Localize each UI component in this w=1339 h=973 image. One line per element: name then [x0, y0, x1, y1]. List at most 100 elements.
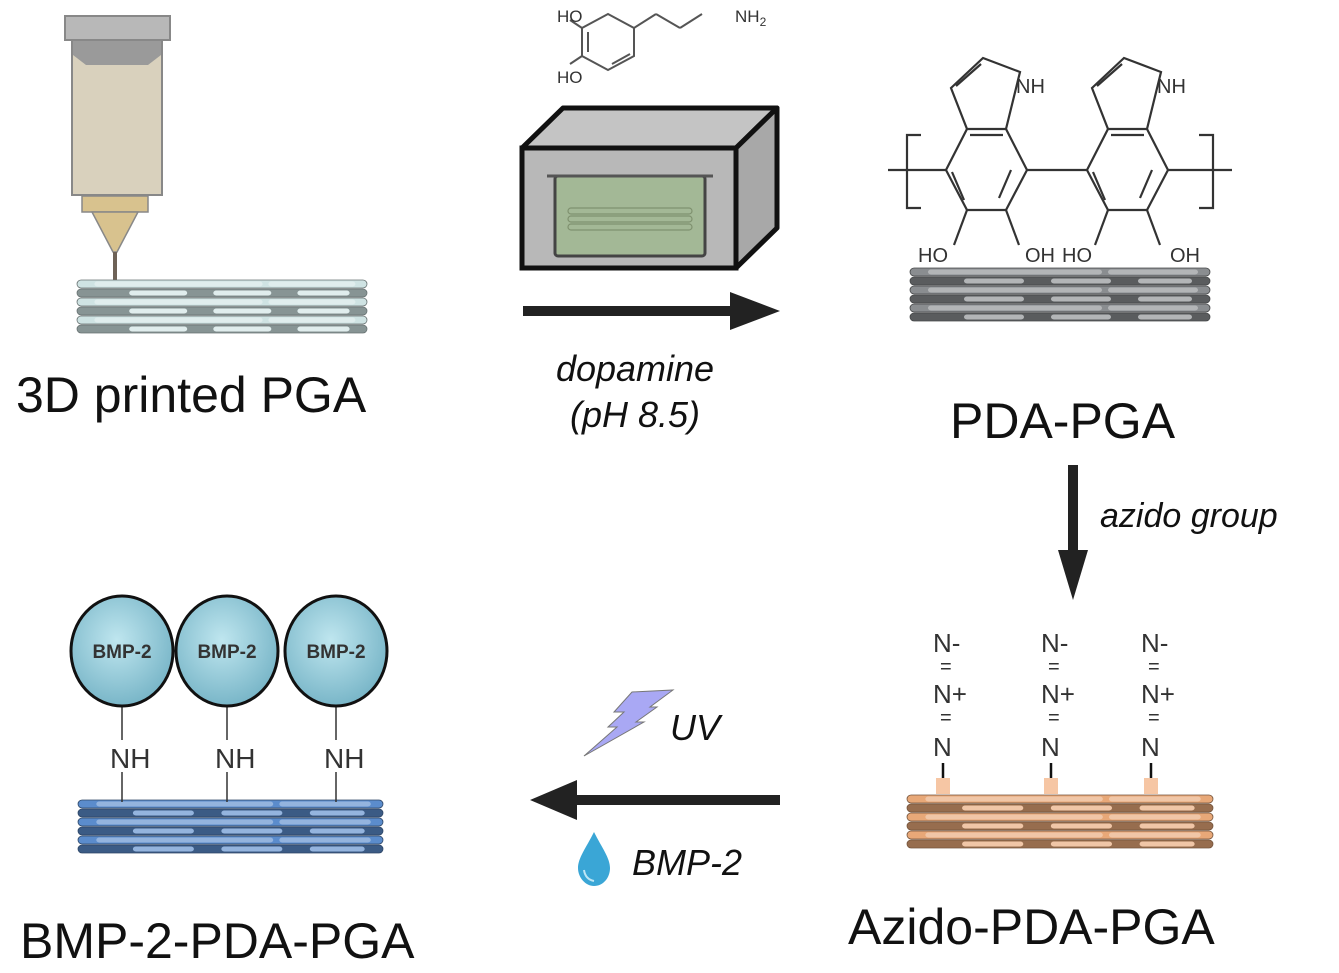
scaffold-strand — [132, 846, 194, 852]
arrow-right — [523, 292, 780, 330]
scaffold-strand — [1138, 278, 1192, 284]
scaffold-strand — [928, 269, 1102, 275]
pga-scaffold — [76, 279, 368, 334]
azide-double-bond: = — [1048, 656, 1060, 678]
scaffold-strand — [928, 305, 1102, 311]
scaffold-strand — [1108, 305, 1198, 311]
scaffold-strand — [132, 810, 194, 816]
scaffold-strand — [129, 326, 188, 332]
scaffold-strand — [1138, 296, 1192, 302]
bmp-nh-linker: NH — [324, 743, 364, 774]
azide-groups: N-=N+=NN-=N+=NN-=N+=N — [933, 628, 1175, 794]
scaffold-strand — [96, 819, 274, 825]
reaction-bath-box — [519, 105, 780, 271]
scaffold-strand — [962, 841, 1024, 847]
scaffold-strand — [1050, 841, 1113, 847]
scaffold-strand — [1139, 841, 1195, 847]
step-dopamine-label: dopamine — [555, 348, 715, 389]
scaffold-strand — [129, 290, 188, 296]
pda-scaffold — [909, 267, 1211, 322]
dopamine-oh-top: HO — [557, 7, 583, 26]
azide-n-plus: N+ — [933, 679, 967, 709]
scaffold-strand — [268, 281, 356, 287]
pda-oh-1: HO — [918, 245, 948, 267]
scaffold-strand — [1138, 314, 1192, 320]
scaffold-strand — [964, 278, 1024, 284]
scaffold-strand — [309, 828, 365, 834]
dopamine-molecule — [569, 12, 703, 72]
stage-label-pga: 3D printed PGA — [16, 367, 367, 423]
scaffold-strand — [268, 299, 356, 305]
scaffold-strand — [925, 796, 1103, 802]
stage-label-bmp: BMP-2-PDA-PGA — [20, 913, 415, 969]
pda-nh-right: NH — [1157, 76, 1186, 98]
scaffold-strand — [96, 801, 274, 807]
azide-n-minus: N- — [933, 628, 960, 658]
stage-label-pda: PDA-PGA — [950, 393, 1176, 449]
azide-double-bond: = — [1148, 656, 1160, 678]
scaffold-strand — [1050, 823, 1113, 829]
scaffold-strand — [213, 290, 272, 296]
bmp-protein-label: BMP-2 — [306, 642, 365, 663]
step-uv-label: UV — [670, 707, 721, 748]
bmp-nh-linker: NH — [110, 743, 150, 774]
scaffold-strand — [1051, 314, 1111, 320]
water-droplet-icon — [578, 832, 610, 886]
dopamine-amine: NH2 — [735, 7, 767, 29]
azide-double-bond: = — [940, 707, 952, 729]
scaffold-strand — [279, 837, 371, 843]
azide-n: N — [1041, 732, 1060, 762]
azide-anchor — [936, 778, 950, 794]
scaffold-strand — [1108, 287, 1198, 293]
scaffold-strand — [132, 828, 194, 834]
bmp-protein-sphere — [174, 594, 280, 708]
azide-anchor — [1144, 778, 1158, 794]
step-bmp-label: BMP-2 — [632, 842, 743, 883]
bmp-proteins: BMP-2NH BMP-2NH BMP-2NH — [69, 594, 389, 802]
bmp-nh-linker: NH — [215, 743, 255, 774]
scaffold-strand — [964, 296, 1024, 302]
azide-double-bond: = — [940, 656, 952, 678]
pda-oh-2: OH — [1025, 245, 1055, 267]
azide-anchor — [1044, 778, 1058, 794]
scaffold-strand — [1051, 296, 1111, 302]
scaffold-strand — [1108, 832, 1201, 838]
scaffold-strand — [1108, 796, 1201, 802]
scaffold-strand — [221, 846, 283, 852]
scaffold-strand — [1108, 814, 1201, 820]
scaffold-strand — [279, 801, 371, 807]
printer-nozzle-icon — [64, 15, 171, 280]
scaffold-strand — [221, 810, 283, 816]
scaffold-strand — [1139, 805, 1195, 811]
arrow-left — [530, 780, 780, 820]
scaffold-strand — [129, 308, 188, 314]
azide-double-bond: = — [1148, 707, 1160, 729]
scaffold-strand — [964, 314, 1024, 320]
azide-n: N — [1141, 732, 1160, 762]
bmp-protein-label: BMP-2 — [197, 642, 256, 663]
stage-label-azido: Azido-PDA-PGA — [848, 899, 1215, 955]
arrow-down — [1058, 465, 1088, 600]
dopamine-oh-bottom: HO — [557, 68, 583, 87]
scaffold-strand — [221, 828, 283, 834]
bmp-scaffold — [77, 799, 384, 854]
pda-oh-4: OH — [1170, 245, 1200, 267]
scaffold-strand — [1139, 823, 1195, 829]
scaffold-strand — [297, 308, 350, 314]
bmp-protein-label: BMP-2 — [92, 642, 151, 663]
scaffold-strand — [962, 823, 1024, 829]
scaffold-strand — [279, 819, 371, 825]
scaffold-strand — [309, 846, 365, 852]
scaffold-strand — [94, 299, 263, 305]
scaffold-strand — [925, 814, 1103, 820]
scaffold-strand — [94, 281, 263, 287]
azide-n: N — [933, 732, 952, 762]
bmp-protein-sphere — [283, 594, 389, 708]
uv-lightning-icon — [583, 689, 675, 757]
azide-double-bond: = — [1048, 707, 1060, 729]
azide-n-plus: N+ — [1141, 679, 1175, 709]
